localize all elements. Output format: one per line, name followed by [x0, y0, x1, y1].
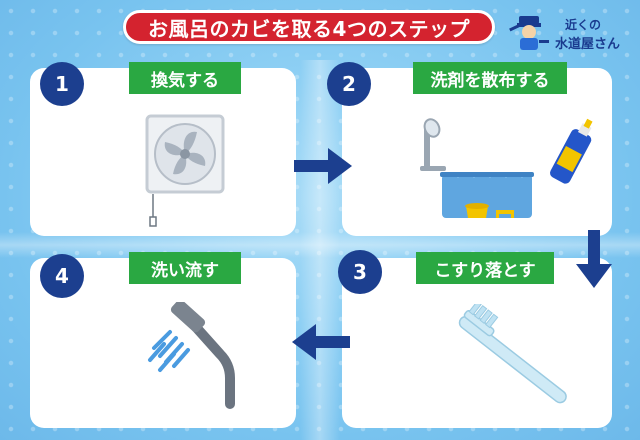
- toothbrush-icon: [440, 304, 580, 416]
- step-card-3: こすり落とす: [342, 252, 612, 428]
- logo-text-bottom: 水道屋さん: [555, 37, 621, 52]
- step-card-2: 洗剤を散布する: [342, 62, 612, 236]
- step-label-4: 洗い流す: [129, 252, 241, 284]
- background-light-vertical: [300, 60, 340, 440]
- step-label-3: こすり落とす: [416, 252, 554, 284]
- arrow-down-icon: [574, 228, 614, 290]
- ventilation-fan-icon: [143, 112, 227, 230]
- arrow-right-icon: [292, 146, 354, 186]
- shower-head-icon: [146, 302, 256, 412]
- plumber-mascot-icon: [509, 16, 549, 50]
- brand-logo[interactable]: 近くの 水道屋さん: [505, 14, 631, 54]
- bathtub-detergent-icon: [410, 116, 600, 224]
- step-number-1: 1: [40, 62, 84, 106]
- step-card-1: 換気する: [30, 62, 296, 236]
- step-number-3: 3: [338, 250, 382, 294]
- step-label-2: 洗剤を散布する: [413, 62, 567, 94]
- page-title: お風呂のカビを取る4つのステップ: [123, 10, 495, 44]
- step-card-4: 洗い流す: [30, 252, 296, 428]
- step-number-2: 2: [327, 62, 371, 106]
- arrow-left-icon: [290, 322, 352, 362]
- step-label-1: 換気する: [129, 62, 241, 94]
- step-number-4: 4: [40, 254, 84, 298]
- logo-text-top: 近くの: [565, 18, 602, 32]
